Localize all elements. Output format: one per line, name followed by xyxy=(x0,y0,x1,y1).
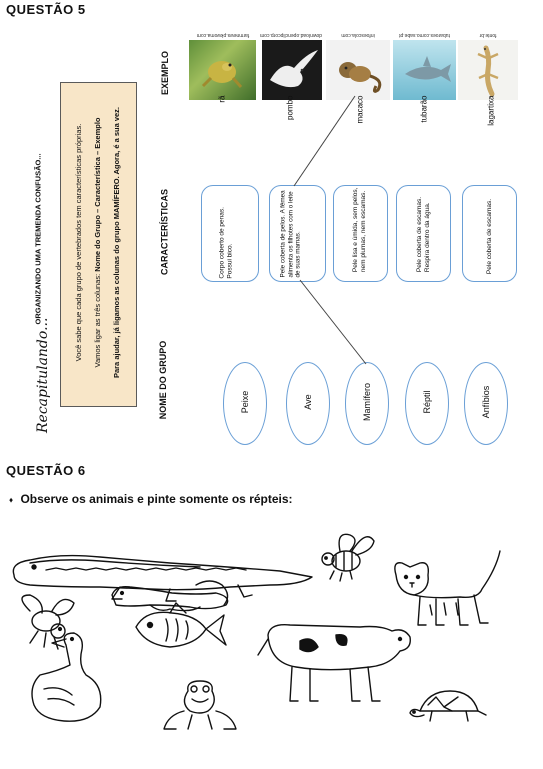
crocodile-drawing[interactable] xyxy=(12,554,313,602)
fish-drawing[interactable] xyxy=(135,602,227,648)
question-6-title: QUESTÃO 6 xyxy=(6,463,86,478)
instruction-row: ♦ Observe os animais e pinte somente os … xyxy=(9,492,293,506)
group-oval-ave[interactable] xyxy=(286,362,330,445)
characteristic-box-reptil[interactable] xyxy=(462,185,517,282)
group-oval-reptil[interactable] xyxy=(405,362,449,445)
connection-line-mamifero xyxy=(299,279,367,365)
monkey-photo xyxy=(326,40,390,100)
group-oval-mamifero[interactable] xyxy=(345,362,389,445)
turtle-drawing[interactable] xyxy=(409,690,487,722)
characteristic-box-peixe[interactable] xyxy=(396,185,451,282)
cow-drawing[interactable] xyxy=(257,624,411,702)
connection-line-macaco xyxy=(293,95,356,187)
question-6-instruction: Observe os animais e pinte somente os ré… xyxy=(20,492,293,506)
frog-drawing[interactable] xyxy=(163,680,237,730)
goose-drawing[interactable] xyxy=(31,632,102,722)
frog-photo xyxy=(189,40,256,100)
question-5-title: QUESTÃO 5 xyxy=(6,2,86,17)
pigeon-photo xyxy=(262,40,322,100)
fly-drawing[interactable] xyxy=(21,594,75,650)
characteristic-box-mamifero[interactable] xyxy=(269,185,326,282)
characteristic-box-anfibio[interactable] xyxy=(333,185,388,282)
lizard-drawing[interactable] xyxy=(111,580,229,612)
instructions-box xyxy=(60,82,137,407)
gecko-photo xyxy=(458,40,518,100)
group-oval-anfibios[interactable] xyxy=(464,362,508,445)
group-oval-peixe[interactable] xyxy=(223,362,267,445)
shark-photo xyxy=(393,40,456,100)
characteristic-box-ave[interactable] xyxy=(201,185,259,282)
cat-drawing[interactable] xyxy=(394,550,501,626)
bee-drawing[interactable] xyxy=(321,533,375,582)
bullet-icon: ♦ xyxy=(9,495,14,505)
